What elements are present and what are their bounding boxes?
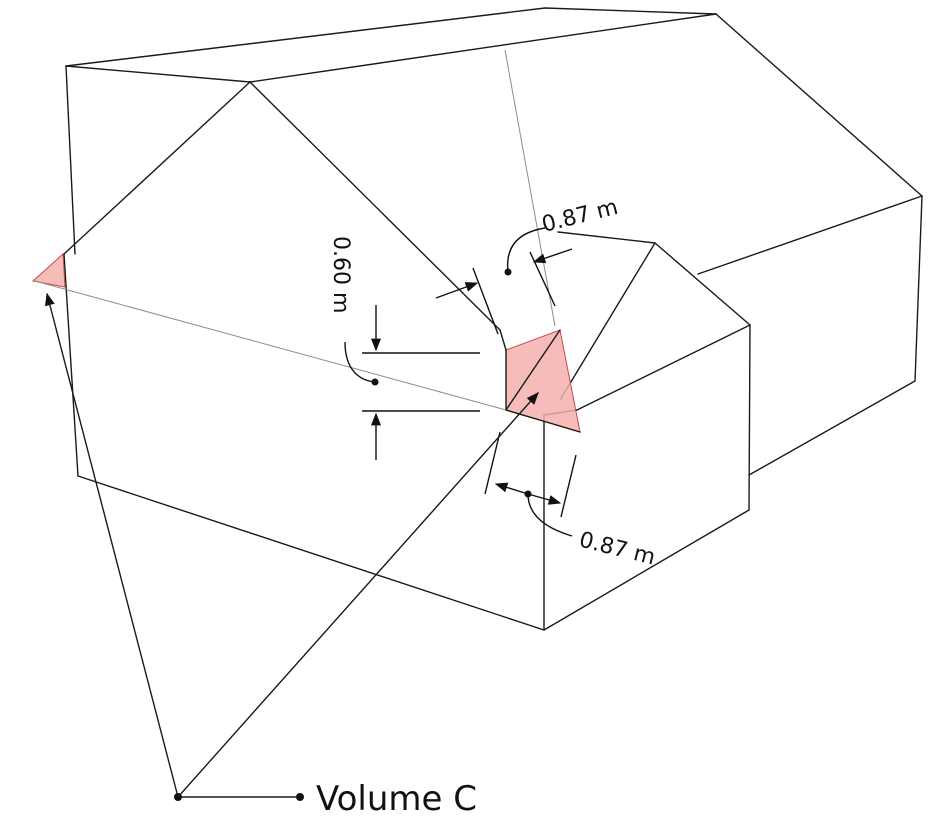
dimension-bottom: 0.87 m [484,431,658,571]
dimension-vertical-label: 0.60 m [328,236,353,313]
dimension-vertical: 0.60 m [328,236,480,460]
volume-c-shapes [31,252,581,433]
dimension-bottom-label: 0.87 m [577,528,658,571]
main-building [63,7,923,631]
volume-c-left-triangle [31,252,66,288]
volume-c-label: Volume C [316,779,477,817]
volume-c-callout: Volume C [44,292,539,817]
